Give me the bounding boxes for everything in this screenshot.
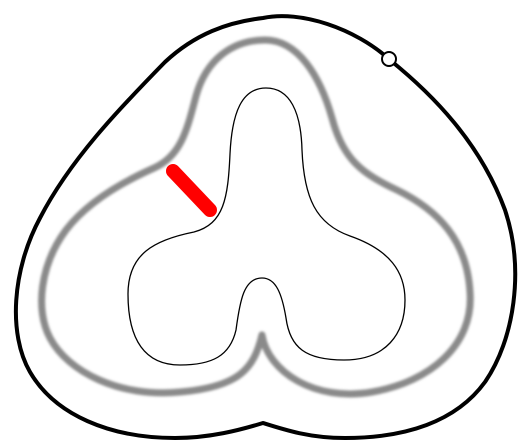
small-circle-icon bbox=[382, 52, 396, 66]
track-center-line bbox=[42, 40, 471, 394]
race-car[interactable] bbox=[173, 171, 210, 210]
inner-track-boundary bbox=[128, 88, 405, 365]
